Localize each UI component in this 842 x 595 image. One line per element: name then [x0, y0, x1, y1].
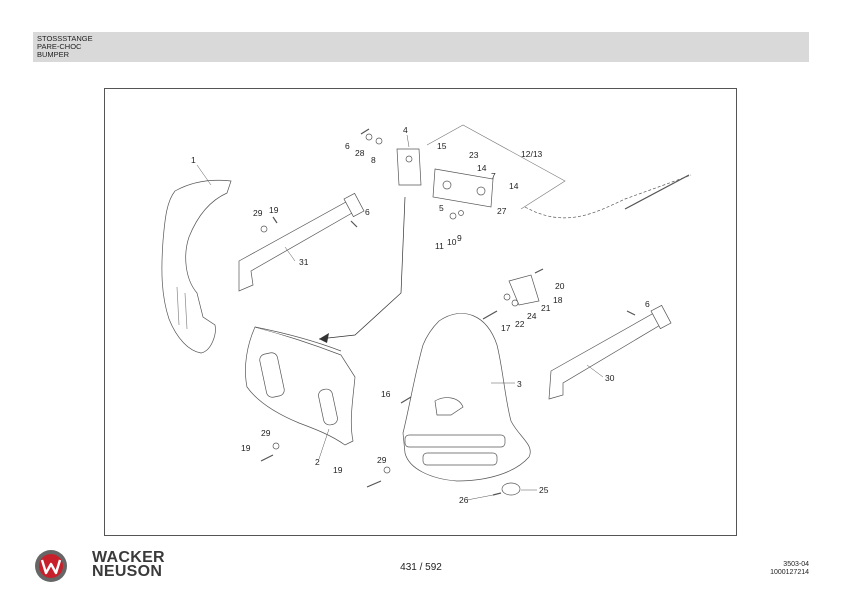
document-codes: 3503-04 1000127214	[770, 561, 809, 577]
callout-19-rear: 19	[333, 465, 343, 475]
callout-29-front: 29	[261, 428, 271, 438]
callout-23: 23	[469, 150, 479, 160]
callout-31: 31	[299, 257, 309, 267]
model-code: 3503-04	[783, 561, 809, 568]
part-30-bracket	[548, 308, 668, 400]
callout-16: 16	[381, 389, 391, 399]
pointer-arrowhead	[319, 333, 329, 343]
callout-29-rear: 29	[377, 455, 387, 465]
document-number: 1000127214	[770, 569, 809, 576]
title-german: STOSSSTANGE	[37, 34, 93, 43]
callout-27: 27	[497, 206, 507, 216]
callout-29-left: 29	[253, 208, 263, 218]
part-21-plate	[508, 274, 540, 306]
callout-6-bracket-right: 6	[645, 299, 650, 309]
exploded-diagram-frame: 1 2 3 4 5 6 6 6 6 7 8 9 10 11 12/13 14 1…	[104, 88, 737, 536]
callout-1: 1	[191, 155, 196, 165]
part-26-pin	[492, 492, 502, 496]
callout-19-front: 19	[241, 443, 251, 453]
callout-22: 22	[515, 319, 525, 329]
callout-25: 25	[539, 485, 549, 495]
callout-2: 2	[315, 457, 320, 467]
callout-9: 9	[457, 233, 462, 243]
header-band: STOSSSTANGE PARE-CHOC BUMPER	[33, 32, 809, 62]
brand-line-2: NEUSON	[92, 563, 163, 580]
callout-12-13: 12/13	[521, 149, 543, 159]
callout-7: 7	[491, 171, 496, 181]
exploded-parts-diagram: 1 2 3 4 5 6 6 6 6 7 8 9 10 11 12/13 14 1…	[161, 124, 692, 505]
callout-30: 30	[605, 373, 615, 383]
callout-10: 10	[447, 237, 457, 247]
callout-20: 20	[555, 281, 565, 291]
part-4-plate	[396, 148, 422, 186]
callout-15: 15	[437, 141, 447, 151]
assembly-bracket-12-13	[426, 124, 566, 210]
part-6-bolt-bracket-right	[626, 310, 636, 316]
callout-5: 5	[439, 203, 444, 213]
callout-6-top: 6	[345, 141, 350, 151]
callout-21: 21	[541, 303, 551, 313]
callout-28: 28	[355, 148, 365, 158]
part-24-washer	[503, 293, 511, 301]
part-17-bolt	[482, 310, 498, 320]
brand-wordmark: WACKER NEUSON	[92, 549, 165, 580]
part-19-bolt-front	[260, 454, 274, 462]
part-28-washer	[365, 133, 373, 141]
callout-8: 8	[371, 155, 376, 165]
title-english: BUMPER	[37, 50, 70, 59]
part-29-washer-rear	[383, 466, 391, 474]
part-19-bolt-rear	[366, 480, 382, 488]
part-29-washer-front	[272, 442, 280, 450]
part-8-washer	[375, 137, 383, 145]
part-6-bolt-bracket-left	[350, 220, 358, 228]
callout-6-bracket-left: 6	[365, 207, 370, 217]
callout-4: 4	[403, 125, 408, 135]
callout-17: 17	[501, 323, 511, 333]
part-29-washer-left	[260, 225, 268, 233]
callout-24: 24	[527, 311, 537, 321]
callout-11: 11	[435, 241, 444, 251]
part-19-bolt-left	[272, 216, 278, 224]
part-22-washer	[511, 299, 519, 307]
callout-3: 3	[517, 379, 522, 389]
callout-18: 18	[553, 295, 563, 305]
part-20-bolt	[534, 268, 544, 274]
callout-14-right: 14	[509, 181, 519, 191]
title-french: PARE-CHOC	[37, 42, 82, 51]
wacker-neuson-logo-icon	[35, 550, 67, 582]
part-16-bolt	[400, 396, 412, 404]
part-9-washer	[449, 212, 457, 220]
part-6-bolt-top	[360, 128, 370, 135]
callout-19-left: 19	[269, 205, 279, 215]
callout-14-top: 14	[477, 163, 487, 173]
part-10-washer	[458, 210, 464, 216]
part-1-left-corner	[161, 179, 232, 354]
pointer-line	[318, 196, 406, 340]
part-25-washer	[501, 482, 521, 496]
callout-26: 26	[459, 495, 469, 505]
page-number: 431 / 592	[400, 562, 442, 573]
brand-line-1: WACKER	[92, 549, 165, 566]
control-cable	[624, 174, 690, 210]
part-5-assembly	[432, 168, 494, 208]
cable-dashed	[524, 174, 692, 219]
